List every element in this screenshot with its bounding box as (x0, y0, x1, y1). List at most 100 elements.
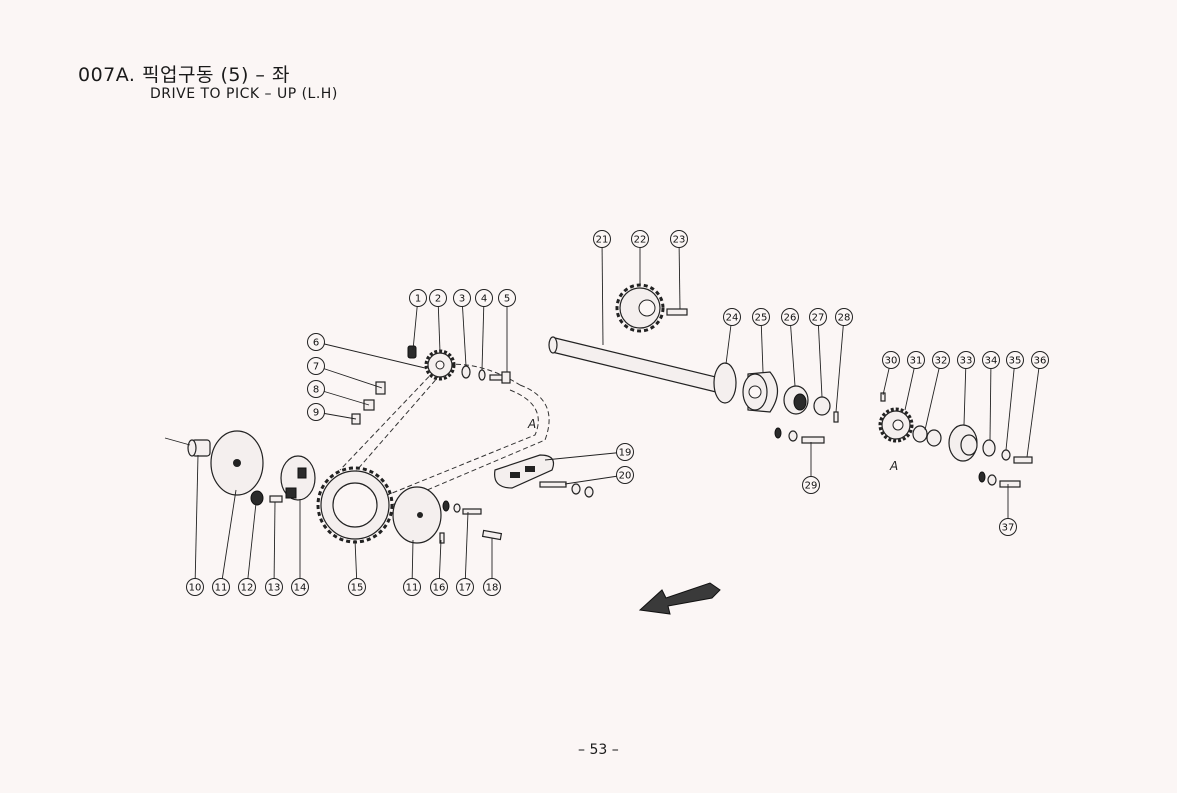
callout-circle (475, 289, 493, 307)
callout-25: 25 (752, 308, 770, 326)
callout-number: 24 (726, 313, 739, 324)
callout-12: 12 (238, 578, 256, 596)
large-sprocket-15 (316, 466, 394, 544)
callout-number: 2 (435, 294, 441, 305)
page-title-korean: 007A. 픽업구동 (5) – 좌 (78, 64, 290, 86)
bolt-37 (999, 480, 1021, 488)
leader-line-26 (789, 316, 796, 387)
washer-37b (987, 474, 997, 486)
callout-circle (409, 289, 427, 307)
callout-circle (498, 289, 516, 307)
bearing-26 (783, 385, 809, 415)
callout-13: 13 (265, 578, 283, 596)
bolt-13 (269, 495, 283, 503)
leader-line-7 (315, 365, 383, 389)
leader-line-25 (760, 316, 764, 373)
callout-1: 1 (409, 289, 427, 307)
bolt-36 (1013, 456, 1033, 464)
callout-number: 26 (784, 313, 797, 324)
callout-number: 28 (838, 313, 851, 324)
flange-plate-11 (210, 430, 264, 496)
callout-31: 31 (907, 351, 925, 369)
leader-line-17 (464, 511, 469, 588)
callout-circle (781, 308, 799, 326)
direction-arrow-icon (638, 582, 721, 615)
callout-15: 15 (348, 578, 366, 596)
washer-3 (461, 365, 471, 379)
pin-16 (439, 532, 445, 544)
callout-circle (631, 230, 649, 248)
callout-circle (616, 443, 634, 461)
callout-number: 16 (433, 583, 446, 594)
callout-circle (752, 308, 770, 326)
callout-23: 23 (670, 230, 688, 248)
callout-14: 14 (291, 578, 309, 596)
small-sprocket-2 (424, 349, 456, 381)
nut-29a (774, 427, 782, 439)
callout-number: 3 (459, 294, 465, 305)
collar-27 (813, 396, 831, 416)
callout-7: 7 (307, 357, 325, 375)
leader-line-11 (220, 489, 237, 588)
callout-number: 14 (294, 583, 307, 594)
key-1 (407, 345, 417, 359)
nut-20b (584, 486, 594, 498)
callout-34: 34 (982, 351, 1000, 369)
callout-circle (307, 333, 325, 351)
callout-number: 33 (960, 356, 973, 367)
callout-number: 21 (596, 235, 609, 246)
leader-line-19 (544, 451, 626, 461)
callout-20: 20 (616, 466, 634, 484)
callout-19: 19 (616, 443, 634, 461)
callout-number: 31 (910, 356, 923, 367)
callout-number: 29 (805, 481, 818, 492)
callout-circle (429, 289, 447, 307)
bushing-10 (187, 439, 211, 457)
leader-line-10 (194, 454, 199, 588)
callout-number: 9 (313, 408, 319, 419)
callout-26: 26 (781, 308, 799, 326)
flange-plate-11b (392, 486, 442, 544)
drive-chain (339, 363, 550, 511)
leader-line-4 (481, 297, 485, 371)
leader-line-36 (1026, 359, 1041, 458)
leader-line-27 (817, 316, 823, 398)
washer-20a (571, 483, 581, 495)
callout-number: 1 (415, 294, 421, 305)
bolt-23 (666, 308, 688, 316)
leader-line-34 (989, 359, 992, 441)
leader-line-8 (315, 388, 370, 406)
callout-number: 25 (755, 313, 768, 324)
callout-circle (403, 578, 421, 596)
callout-30: 30 (882, 351, 900, 369)
leader-line-20 (564, 474, 626, 485)
callout-36: 36 (1031, 351, 1049, 369)
bolt-20 (539, 481, 567, 488)
callout-number: 6 (313, 338, 319, 349)
washer-29b (788, 430, 798, 442)
spacer-32a (912, 425, 928, 443)
callout-24: 24 (723, 308, 741, 326)
callout-18: 18 (483, 578, 501, 596)
callout-circle (307, 380, 325, 398)
callout-circle (238, 578, 256, 596)
callout-number: 36 (1034, 356, 1047, 367)
leader-line-32 (924, 359, 942, 431)
callout-circle (809, 308, 827, 326)
callout-37: 37 (999, 518, 1017, 536)
callout-number: 20 (619, 471, 632, 482)
callout-27: 27 (809, 308, 827, 326)
callout-circle (212, 578, 230, 596)
cam-14 (280, 455, 316, 501)
tensioner-part-7 (375, 381, 386, 395)
reference-mark-a: A (889, 459, 898, 473)
callout-11: 11 (403, 578, 421, 596)
callout-number: 34 (985, 356, 998, 367)
leader-line-33 (963, 359, 967, 426)
leader-line-12 (246, 502, 257, 588)
callout-17: 17 (456, 578, 474, 596)
callout-circle (999, 518, 1017, 536)
clamp-12 (250, 490, 264, 506)
